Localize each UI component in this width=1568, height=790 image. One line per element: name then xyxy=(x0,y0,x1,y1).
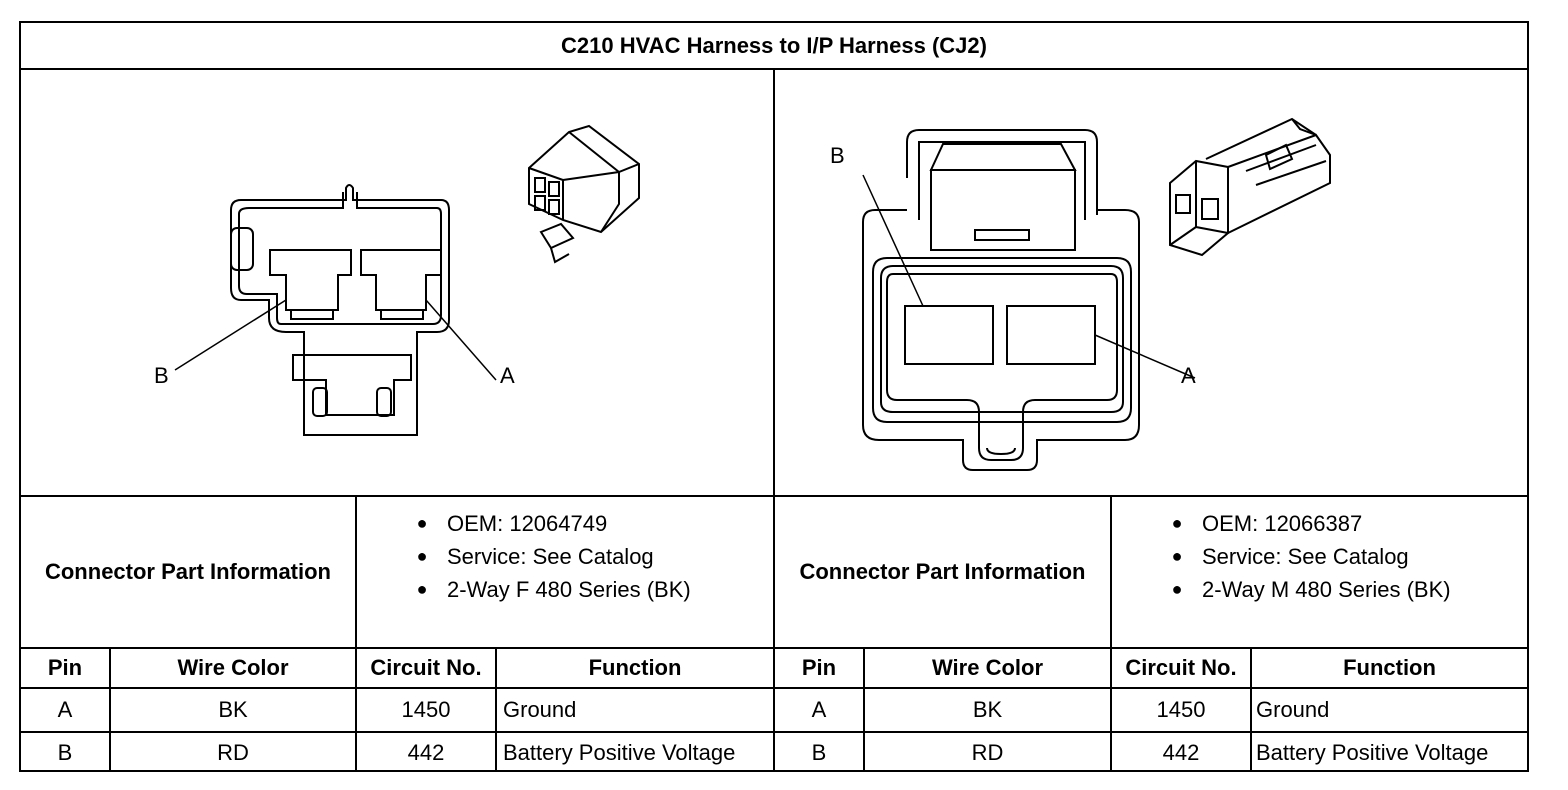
right-header-wire-color: Wire Color xyxy=(931,655,1044,680)
bullet-icon: ● xyxy=(416,579,428,599)
table-cell: RD xyxy=(971,739,1004,765)
table-cell: 442 xyxy=(407,739,445,765)
table-cell: Battery Positive Voltage xyxy=(1256,739,1489,765)
left-header-wire-color: Wire Color xyxy=(177,655,289,680)
info-text: OEM: 12066387 xyxy=(1202,510,1363,536)
list-item: ● Service: See Catalog xyxy=(397,540,691,573)
bullet-icon: ● xyxy=(1171,546,1183,566)
right-header-pin: Pin xyxy=(801,655,837,680)
left-connector-info-label: Connector Part Information xyxy=(44,559,331,584)
center-divider xyxy=(773,68,775,772)
row-divider xyxy=(21,731,1527,733)
col-divider xyxy=(1110,647,1112,772)
right-connector-face-drawing xyxy=(862,129,1196,471)
table-cell: RD xyxy=(217,739,249,765)
left-pin-label-a: A xyxy=(500,363,515,388)
info-divider xyxy=(21,647,1527,649)
right-pin-label-a: A xyxy=(1181,363,1196,388)
left-connector-face-drawing xyxy=(174,184,497,436)
left-connector-info-list: ● OEM: 12064749 ● Service: See Catalog ● 2-… xyxy=(397,507,691,606)
left-pin-label-b: B xyxy=(154,363,169,388)
info-text: 2-Way F 480 Series (BK) xyxy=(447,576,691,602)
drawing-divider xyxy=(21,495,1527,497)
bullet-icon: ● xyxy=(1171,579,1183,599)
table-cell: B xyxy=(811,739,827,765)
diagram-title: C210 HVAC Harness to I/P Harness (CJ2) xyxy=(561,32,987,58)
col-divider xyxy=(355,647,357,772)
female-connector-isometric-icon xyxy=(528,124,640,264)
table-cell: BK xyxy=(972,697,1003,722)
table-cell: 1450 xyxy=(401,697,451,722)
right-pin-label-b: B xyxy=(830,143,845,168)
bullet-icon: ● xyxy=(416,513,428,533)
right-connector-info-list: ● OEM: 12066387 ● Service: See Catalog ● 2-… xyxy=(1152,507,1451,606)
header-divider xyxy=(21,687,1527,689)
table-cell: BK xyxy=(218,697,248,722)
table-cell: B xyxy=(57,739,73,765)
col-divider xyxy=(495,647,497,772)
list-item: ● 2-Way F 480 Series (BK) xyxy=(397,573,691,606)
right-header-function: Function xyxy=(1343,655,1436,680)
right-connector-info-label: Connector Part Information xyxy=(799,559,1086,584)
bullet-icon: ● xyxy=(1171,513,1183,533)
right-header-circuit: Circuit No. xyxy=(1125,655,1237,680)
list-item: ● OEM: 12064749 xyxy=(397,507,691,540)
info-text: OEM: 12064749 xyxy=(447,510,608,536)
right-info-divider xyxy=(1110,495,1112,647)
list-item: ● OEM: 12066387 xyxy=(1152,507,1451,540)
left-header-function: Function xyxy=(588,655,682,680)
left-info-divider xyxy=(355,495,357,647)
table-cell: A xyxy=(57,697,73,722)
table-cell: Ground xyxy=(503,697,577,722)
left-header-pin: Pin xyxy=(47,655,83,680)
table-cell: A xyxy=(811,697,827,722)
table-cell: 442 xyxy=(1162,739,1200,765)
left-header-circuit: Circuit No. xyxy=(370,655,482,680)
info-text: Service: See Catalog xyxy=(1202,543,1409,569)
table-cell: Ground xyxy=(1256,697,1330,722)
list-item: ● 2-Way M 480 Series (BK) xyxy=(1152,573,1451,606)
col-divider xyxy=(1250,647,1252,772)
bullet-icon: ● xyxy=(416,546,428,566)
male-connector-isometric-icon xyxy=(1169,117,1331,257)
info-text: Service: See Catalog xyxy=(447,543,654,569)
list-item: ● Service: See Catalog xyxy=(1152,540,1451,573)
connector-diagram-frame: C210 HVAC Harness to I/P Harness (CJ2) xyxy=(19,21,1529,772)
col-divider xyxy=(109,647,111,772)
info-text: 2-Way M 480 Series (BK) xyxy=(1202,576,1451,602)
table-cell: 1450 xyxy=(1156,697,1206,722)
col-divider xyxy=(863,647,865,772)
table-cell: Battery Positive Voltage xyxy=(503,739,736,765)
